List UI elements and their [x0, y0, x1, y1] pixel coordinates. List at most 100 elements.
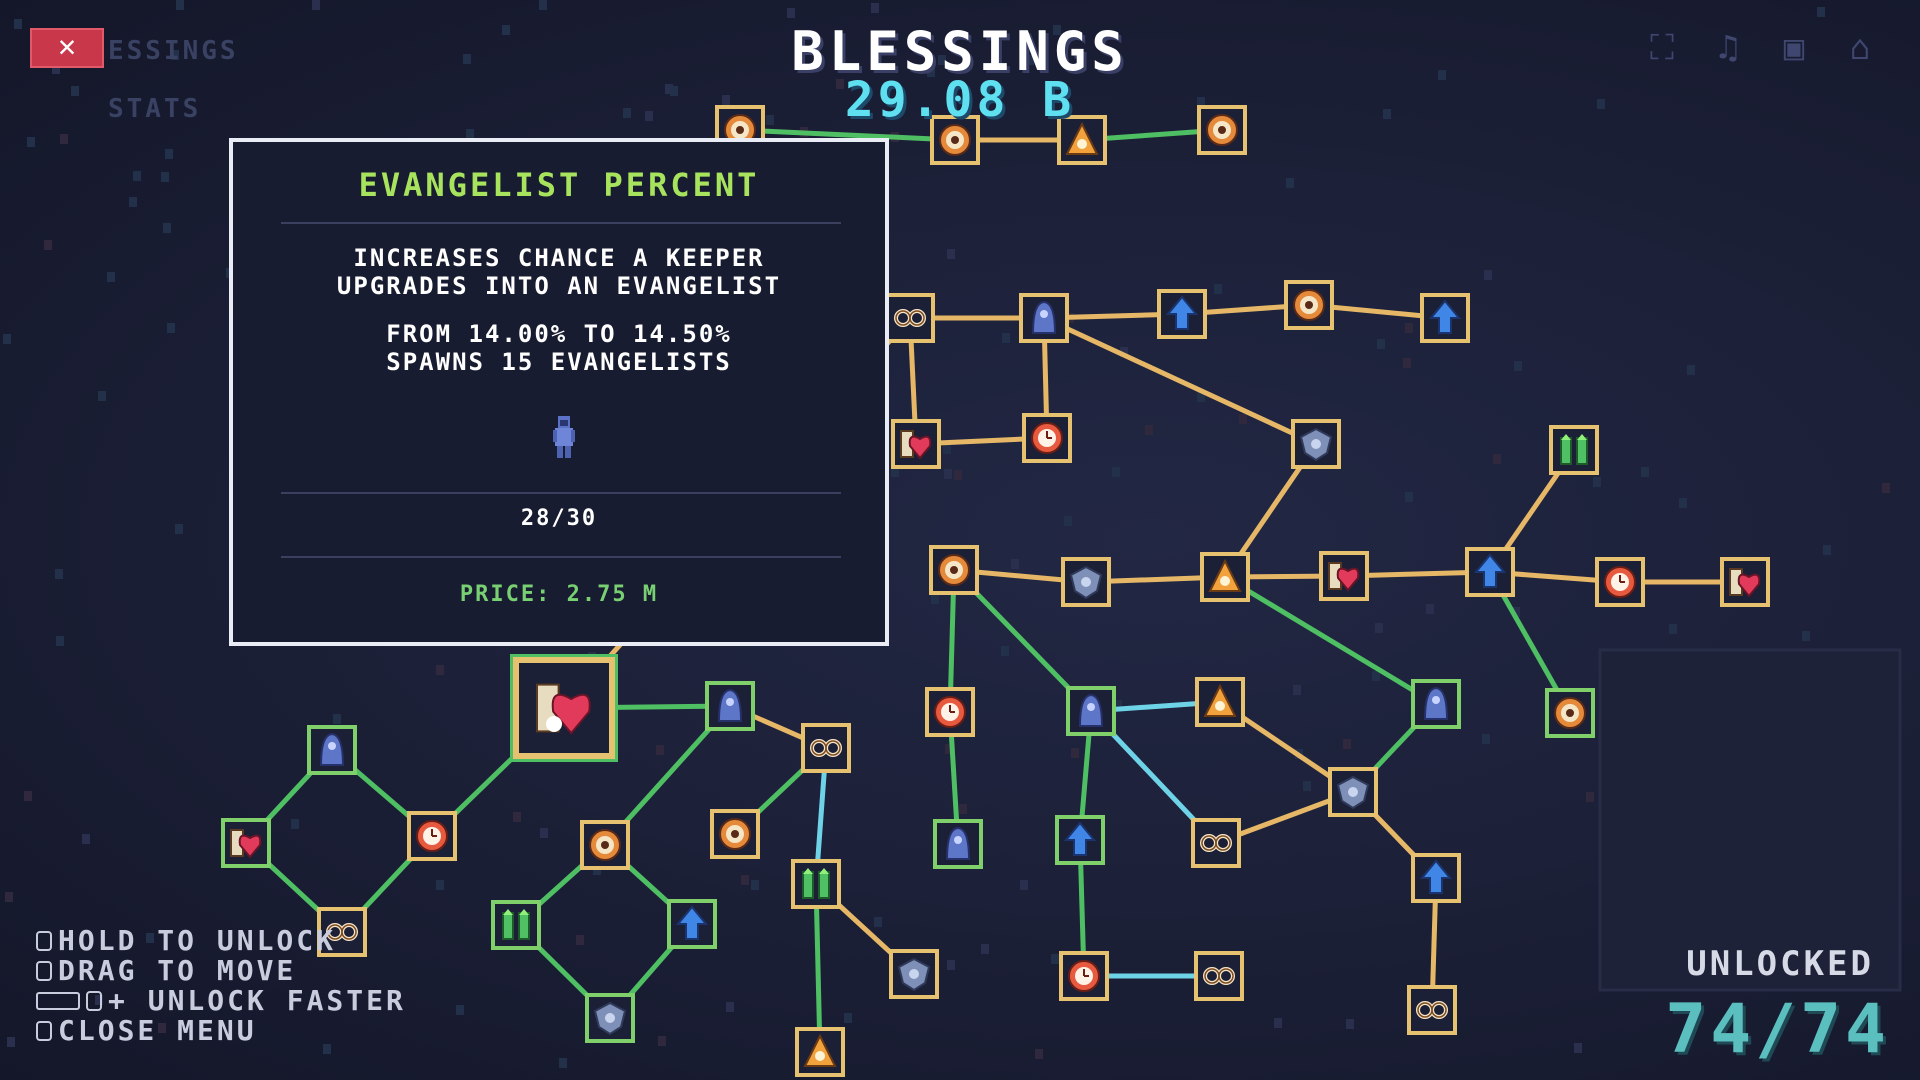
tree-node[interactable]: [1191, 818, 1241, 868]
tree-node[interactable]: [1465, 547, 1515, 597]
tree-node[interactable]: [795, 1027, 845, 1077]
tree-node[interactable]: [801, 723, 851, 773]
background-sprite: [129, 197, 137, 207]
background-sprite: [944, 469, 952, 479]
background-sprite: [333, 714, 341, 724]
tree-node[interactable]: [1197, 105, 1247, 155]
background-sprite: [658, 1036, 666, 1046]
tree-node[interactable]: [889, 949, 939, 999]
home-icon[interactable]: ⌂: [1849, 28, 1871, 68]
control-hint-label: CLOSE MENU: [58, 1014, 257, 1047]
tree-node[interactable]: [1057, 115, 1107, 165]
background-sprite: [323, 1044, 331, 1054]
controls-legend: HOLD TO UNLOCK DRAG TO MOVE + UNLOCK FAS…: [36, 926, 406, 1046]
mouse-icon: [36, 1021, 52, 1041]
target-icon: [1293, 289, 1325, 321]
tree-node[interactable]: [1055, 815, 1105, 865]
background-sprite: [1882, 483, 1890, 493]
tree-node[interactable]: [1059, 951, 1109, 1001]
music-icon[interactable]: ♫: [1717, 28, 1739, 68]
shield-icon: [897, 957, 931, 992]
tree-node[interactable]: [705, 681, 755, 731]
tree-node[interactable]: [307, 725, 357, 775]
tree-node[interactable]: [221, 818, 271, 868]
background-sprite: [1586, 792, 1594, 802]
background-sprite: [163, 223, 171, 233]
tree-node[interactable]: [491, 900, 541, 950]
expand-icon[interactable]: ⛶: [1650, 28, 1674, 68]
background-sprite: [24, 791, 32, 801]
background-sprite: [751, 880, 759, 890]
tree-node[interactable]: [667, 899, 717, 949]
heart-icon: [1328, 562, 1360, 592]
tree-node[interactable]: [1595, 557, 1645, 607]
background-sprite: [107, 272, 115, 282]
tree-edge: [1042, 315, 1318, 447]
tree-node[interactable]: [407, 811, 457, 861]
tree-node[interactable]: [1549, 425, 1599, 475]
tree-node[interactable]: [585, 993, 635, 1043]
background-sprite: [741, 875, 749, 885]
tree-node[interactable]: [891, 419, 941, 469]
tree-node[interactable]: [1319, 551, 1369, 601]
tree-node[interactable]: [1157, 289, 1207, 339]
tree-node[interactable]: [1022, 413, 1072, 463]
tree-node[interactable]: [929, 545, 979, 595]
background-sprite: [1512, 607, 1520, 617]
tree-node[interactable]: [1200, 552, 1250, 602]
tree-node[interactable]: [1061, 557, 1111, 607]
tree-node[interactable]: [1019, 293, 1069, 343]
tree-node[interactable]: [1195, 677, 1245, 727]
background-sprite: [1011, 559, 1019, 569]
keeper-icon: [319, 732, 345, 766]
selected-node[interactable]: [510, 654, 618, 762]
blessings-amount: 29.08 B: [844, 72, 1076, 128]
background-sprite: [161, 172, 169, 182]
background-sprite: [1383, 109, 1391, 119]
tree-node[interactable]: [925, 687, 975, 737]
tree-node[interactable]: [1420, 293, 1470, 343]
up-arrow-icon: [1473, 553, 1507, 588]
background-sprite: [1286, 178, 1294, 188]
tree-node[interactable]: [580, 820, 630, 870]
tree-node[interactable]: [1284, 280, 1334, 330]
tree-node[interactable]: [317, 907, 367, 957]
tab-blessings[interactable]: ESSINGS: [108, 36, 239, 66]
keeper-icon: [1078, 693, 1104, 727]
tree-node[interactable]: [1545, 688, 1595, 738]
tree-node[interactable]: [930, 115, 980, 165]
tab-stats[interactable]: STATS: [108, 94, 202, 124]
target-icon: [724, 114, 756, 146]
background-sprite: [1493, 454, 1501, 464]
tooltip-divider: [281, 556, 841, 558]
tree-node[interactable]: [1291, 419, 1341, 469]
shield-icon: [1299, 427, 1333, 462]
control-hint: DRAG TO MOVE: [36, 956, 406, 986]
tree-node[interactable]: [1407, 985, 1457, 1035]
background-sprite: [891, 467, 899, 477]
background-sprite: [981, 944, 989, 954]
save-icon[interactable]: ▣: [1783, 28, 1805, 68]
background-sprite: [436, 665, 444, 675]
tree-node[interactable]: [1328, 767, 1378, 817]
upgrade-tooltip: EVANGELIST PERCENT INCREASES CHANCE A KE…: [229, 138, 889, 646]
tree-node[interactable]: [1720, 557, 1770, 607]
background-sprite: [947, 249, 955, 259]
control-hint-label: + UNLOCK FASTER: [108, 984, 406, 1017]
background-sprite: [1114, 700, 1122, 710]
background-sprite: [1597, 99, 1605, 109]
tree-node[interactable]: [885, 293, 935, 343]
background-sprite: [559, 1058, 567, 1068]
tree-node[interactable]: [1411, 679, 1461, 729]
close-button[interactable]: ✕: [30, 28, 104, 68]
tree-node[interactable]: [791, 859, 841, 909]
tree-node[interactable]: [1066, 686, 1116, 736]
background-sprite: [959, 804, 967, 814]
tree-node[interactable]: [1411, 853, 1461, 903]
background-sprite: [1405, 323, 1413, 333]
background-sprite: [1669, 624, 1677, 634]
tree-node[interactable]: [1194, 951, 1244, 1001]
tree-node[interactable]: [933, 819, 983, 869]
tree-node[interactable]: [710, 809, 760, 859]
